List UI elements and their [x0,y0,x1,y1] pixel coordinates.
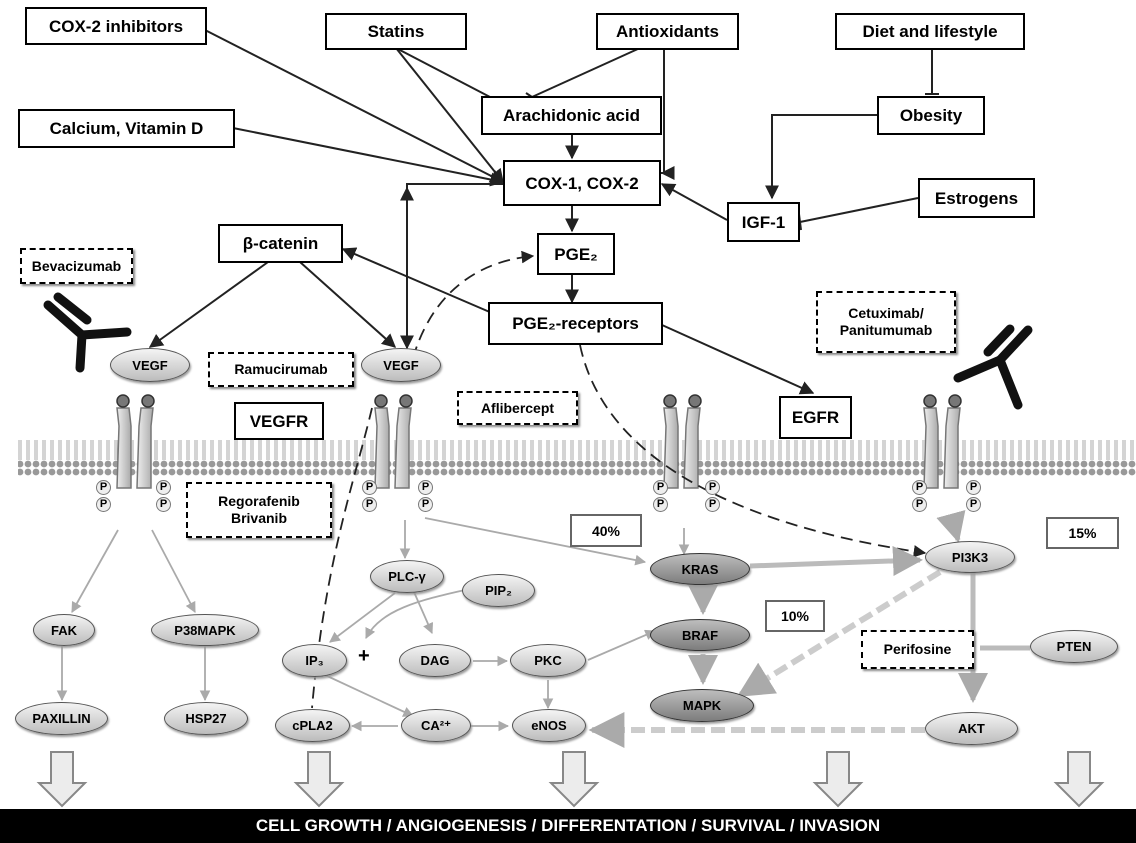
outcome-banner: CELL GROWTH / ANGIOGENESIS / DIFFERENTAT… [0,809,1136,843]
fak-node: FAK [33,614,95,646]
pge2-receptors-box: PGE₂-receptors [488,302,663,345]
calcium-vitamin-d-box: Calcium, Vitamin D [18,109,235,148]
receptor-egfr-2 [923,394,962,489]
braf-mutation-percent: 10% [765,600,825,632]
plus-sign: + [358,645,370,667]
phospho-marker: P [912,480,927,495]
paxillin-node: PAXILLIN [15,702,108,735]
hsp27-node: HSP27 [164,702,248,735]
antibody-bevacizumab [43,292,132,373]
antibody-cetuximab [953,324,1033,410]
p38mapk-node: P38MAPK [151,614,259,646]
calcium-ion-node: CA²⁺ [401,709,471,742]
ramucirumab-drug: Ramucirumab [208,352,354,387]
phospho-marker: P [705,480,720,495]
receptor-vegfr-2 [374,394,413,489]
phospho-marker: P [362,497,377,512]
phospho-marker: P [362,480,377,495]
pge2-box: PGE₂ [537,233,615,275]
pip2-node: PIP₂ [462,574,535,607]
phospho-marker: P [966,480,981,495]
cox2-inhibitors-box: COX-2 inhibitors [25,7,207,45]
cox-1-cox-2-box: COX-1, COX-2 [503,160,661,206]
regorafenib-brivanib-drug: Regorafenib Brivanib [186,482,332,538]
phospho-marker: P [96,480,111,495]
arachidonic-acid-box: Arachidonic acid [481,96,662,135]
mapk-node: MAPK [650,689,754,722]
vegfr-label: VEGFR [234,402,324,440]
pten-node: PTEN [1030,630,1118,663]
phospho-marker: P [705,497,720,512]
pi3k-mutation-percent: 15% [1046,517,1119,549]
phospho-marker: P [653,480,668,495]
receptor-vegfr [116,394,155,489]
cpla2-node: cPLA2 [275,709,350,742]
statins-box: Statins [325,13,467,50]
outcome-arrows [36,751,1105,808]
cell-membrane [18,440,1136,476]
phospho-marker: P [96,497,111,512]
aflibercept-drug: Aflibercept [457,391,578,425]
phospho-marker: P [418,480,433,495]
beta-catenin-box: β-catenin [218,224,343,263]
dag-node: DAG [399,644,471,677]
vegf-node-2: VEGF [361,348,441,382]
perifosine-drug: Perifosine [861,630,974,669]
enos-node: eNOS [512,709,586,742]
braf-node: BRAF [650,619,750,651]
plc-gamma-node: PLC-γ [370,560,444,593]
diet-lifestyle-box: Diet and lifestyle [835,13,1025,50]
cetuximab-panitumumab-drug: Cetuximab/ Panitumumab [816,291,956,353]
estrogens-box: Estrogens [918,178,1035,218]
obesity-box: Obesity [877,96,985,135]
igf-1-box: IGF-1 [727,202,800,242]
antioxidants-box: Antioxidants [596,13,739,50]
ip3-node: IP₃ [282,644,347,677]
phospho-marker: P [418,497,433,512]
pi3k3-node: PI3K3 [925,541,1015,573]
phospho-marker: P [156,497,171,512]
akt-node: AKT [925,712,1018,745]
phospho-marker: P [966,497,981,512]
vegf-node: VEGF [110,348,190,382]
bevacizumab-drug: Bevacizumab [20,248,133,284]
phospho-marker: P [653,497,668,512]
phospho-marker: P [156,480,171,495]
kras-node: KRAS [650,553,750,585]
phospho-marker: P [912,497,927,512]
pkc-node: PKC [510,644,586,677]
receptor-egfr [663,394,702,489]
kras-mutation-percent: 40% [570,514,642,547]
egfr-label: EGFR [779,396,852,439]
